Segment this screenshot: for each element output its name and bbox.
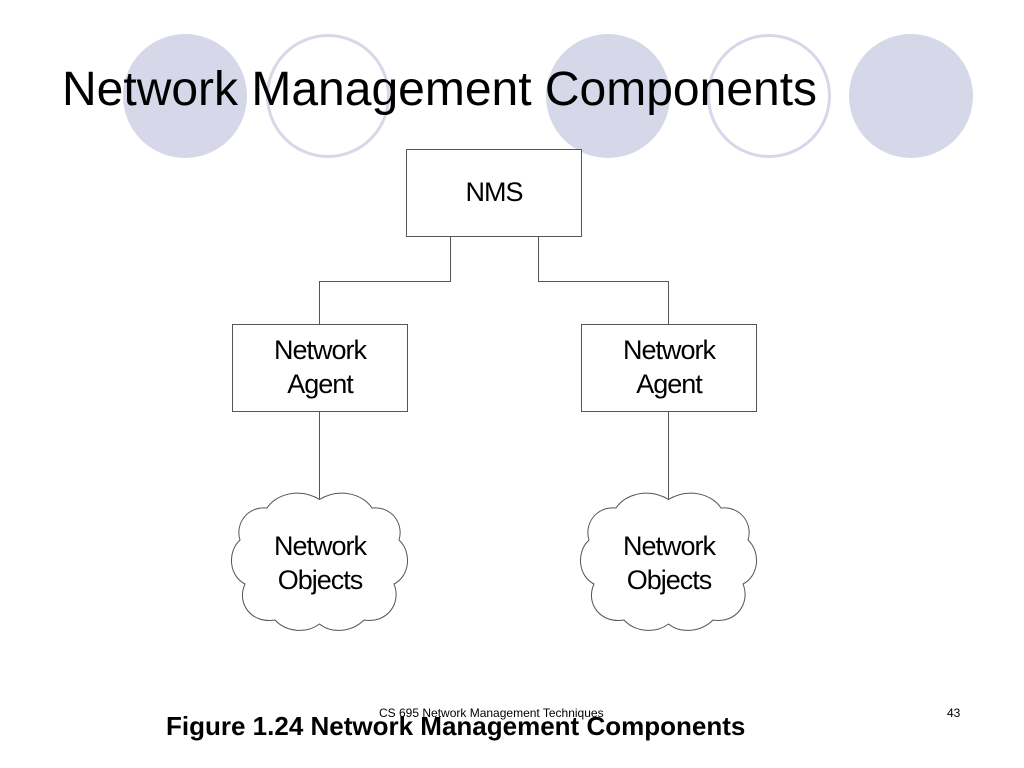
objects-left-line1: Network (273, 531, 367, 561)
agent-left-line1: Network (273, 335, 367, 365)
objects-label-left: Network Objects (232, 529, 408, 597)
page-number: 43 (947, 706, 961, 720)
agent-label-right: Network Agent (581, 333, 757, 401)
agent-label-left: Network Agent (232, 333, 408, 401)
decor-ring-4 (707, 34, 831, 158)
objects-label-right: Network Objects (581, 529, 757, 597)
decor-ring-2 (266, 34, 390, 158)
nms-box (406, 149, 582, 237)
agent-box-right (581, 324, 757, 412)
objects-right-line2: Objects (626, 565, 713, 595)
objects-right-line1: Network (622, 531, 716, 561)
figure-caption: Figure 1.24 Network Management Component… (166, 711, 746, 741)
connector-nms-agent-left (319, 237, 451, 324)
decor-circle-1 (123, 34, 247, 158)
decor-circle-5 (849, 34, 973, 158)
agent-right-line1: Network (622, 335, 716, 365)
slide-footer: CS 695 Network Management Techniques (379, 706, 604, 720)
objects-cloud-left (231, 492, 408, 631)
connector-nms-agent-right (538, 237, 669, 324)
objects-left-line2: Objects (277, 565, 364, 595)
agent-right-line2: Agent (636, 369, 703, 399)
slide-title: Network Management Components (62, 63, 818, 116)
nms-label: NMS (406, 175, 582, 209)
decor-circle-3 (546, 34, 670, 158)
objects-cloud-right (580, 492, 757, 631)
agent-box-left (232, 324, 408, 412)
agent-left-line2: Agent (287, 369, 354, 399)
nms-text: NMS (465, 177, 524, 207)
